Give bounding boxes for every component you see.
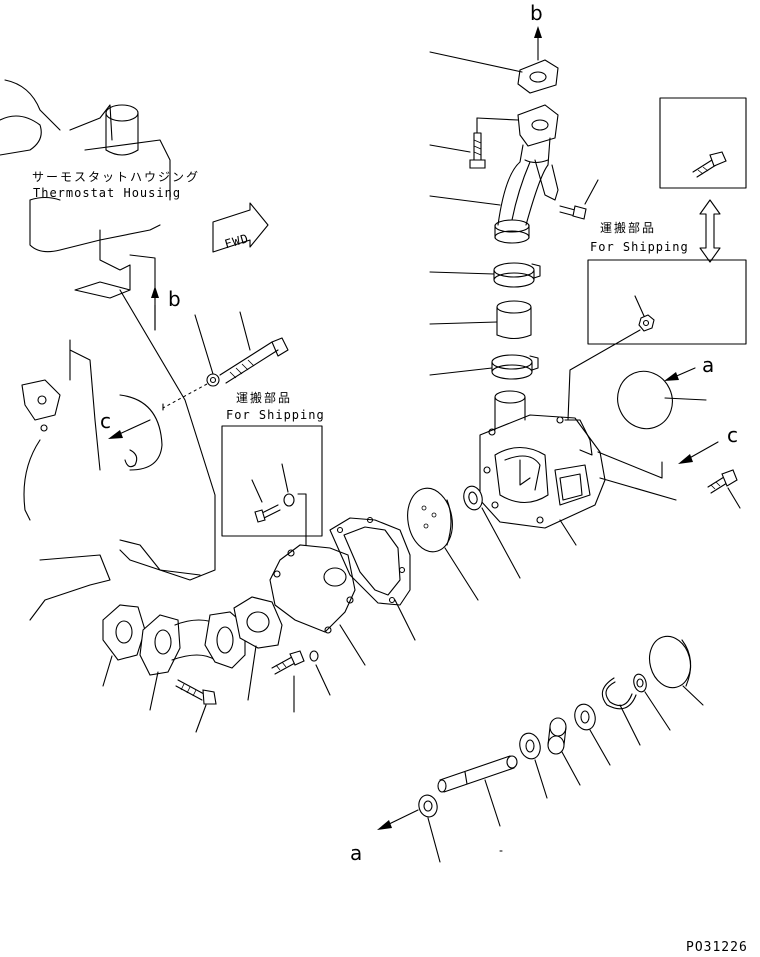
- ref-arrow-c-left: c: [100, 409, 151, 439]
- pump-shaft: [437, 755, 518, 827]
- elbow-bolt-left: [429, 117, 519, 169]
- impeller-plate: [407, 487, 479, 601]
- elbow-pipe: [429, 104, 559, 244]
- ref-arrow-a-bottom: a: [350, 809, 419, 865]
- lower-gasket-left: [102, 604, 146, 687]
- ref-b-lower: b: [168, 287, 181, 311]
- double-arrow-icon: [699, 199, 721, 263]
- mechanical-seal: [463, 485, 521, 579]
- o-ring: a: [617, 353, 714, 430]
- inset-bolt-box: [659, 97, 747, 189]
- shipping-label-en-right: For Shipping: [590, 240, 689, 254]
- pump-bolt-right: [707, 469, 741, 509]
- ref-arrow-b-lower: b: [151, 286, 181, 331]
- fwd-label: FWD: [223, 231, 251, 251]
- thermostat-housing-label-en: Thermostat Housing: [33, 186, 181, 200]
- ref-a-top: a: [702, 353, 714, 377]
- shipping-label-jp-left: 運搬部品: [236, 390, 292, 405]
- water-pump-body: [479, 390, 606, 546]
- engine-block-outline: [0, 79, 216, 621]
- lower-washer: [309, 650, 331, 696]
- ref-arrow-b-top: b: [530, 1, 543, 61]
- elbow-bolt-right: [559, 179, 599, 220]
- lower-flange-bolt: [271, 650, 305, 713]
- thermostat-housing-label-jp: サーモスタットハウジング: [32, 170, 200, 184]
- spacer: [547, 717, 581, 786]
- snap-ring: [601, 677, 641, 746]
- bolt-long: [162, 311, 289, 411]
- forward-arrow-icon: FWD: [212, 202, 269, 253]
- shipping-box-right: 運搬部品 For Shipping: [567, 220, 747, 421]
- drawing-code: PO31226: [686, 940, 748, 955]
- bearing-front: [574, 703, 611, 766]
- ref-c-left: c: [100, 409, 111, 433]
- cover-plate: [269, 544, 366, 666]
- oil-seal: [418, 794, 441, 863]
- water-inlet-pipe: [139, 611, 246, 711]
- top-gasket: [429, 51, 559, 94]
- ref-c-right: c: [727, 423, 738, 447]
- shipping-label-jp-right: 運搬部品: [600, 220, 656, 235]
- ref-b-top: b: [530, 1, 543, 25]
- thrust-washer: [633, 673, 671, 731]
- ref-arrow-c-right: c: [597, 423, 738, 501]
- pump-gasket: [329, 516, 416, 641]
- ref-a-bottom: a: [350, 841, 362, 865]
- lower-gasket-right: [233, 596, 283, 701]
- water-hose: [429, 300, 532, 340]
- inlet-pipe-bolt: [175, 679, 217, 733]
- shipping-box-left: 運搬部品 For Shipping: [221, 390, 325, 561]
- bearing-rear: [519, 732, 548, 799]
- hose-clamp-lower: [429, 354, 539, 380]
- pulley: [648, 635, 704, 706]
- hose-clamp-upper: [429, 262, 541, 288]
- shipping-label-en-left: For Shipping: [226, 408, 325, 422]
